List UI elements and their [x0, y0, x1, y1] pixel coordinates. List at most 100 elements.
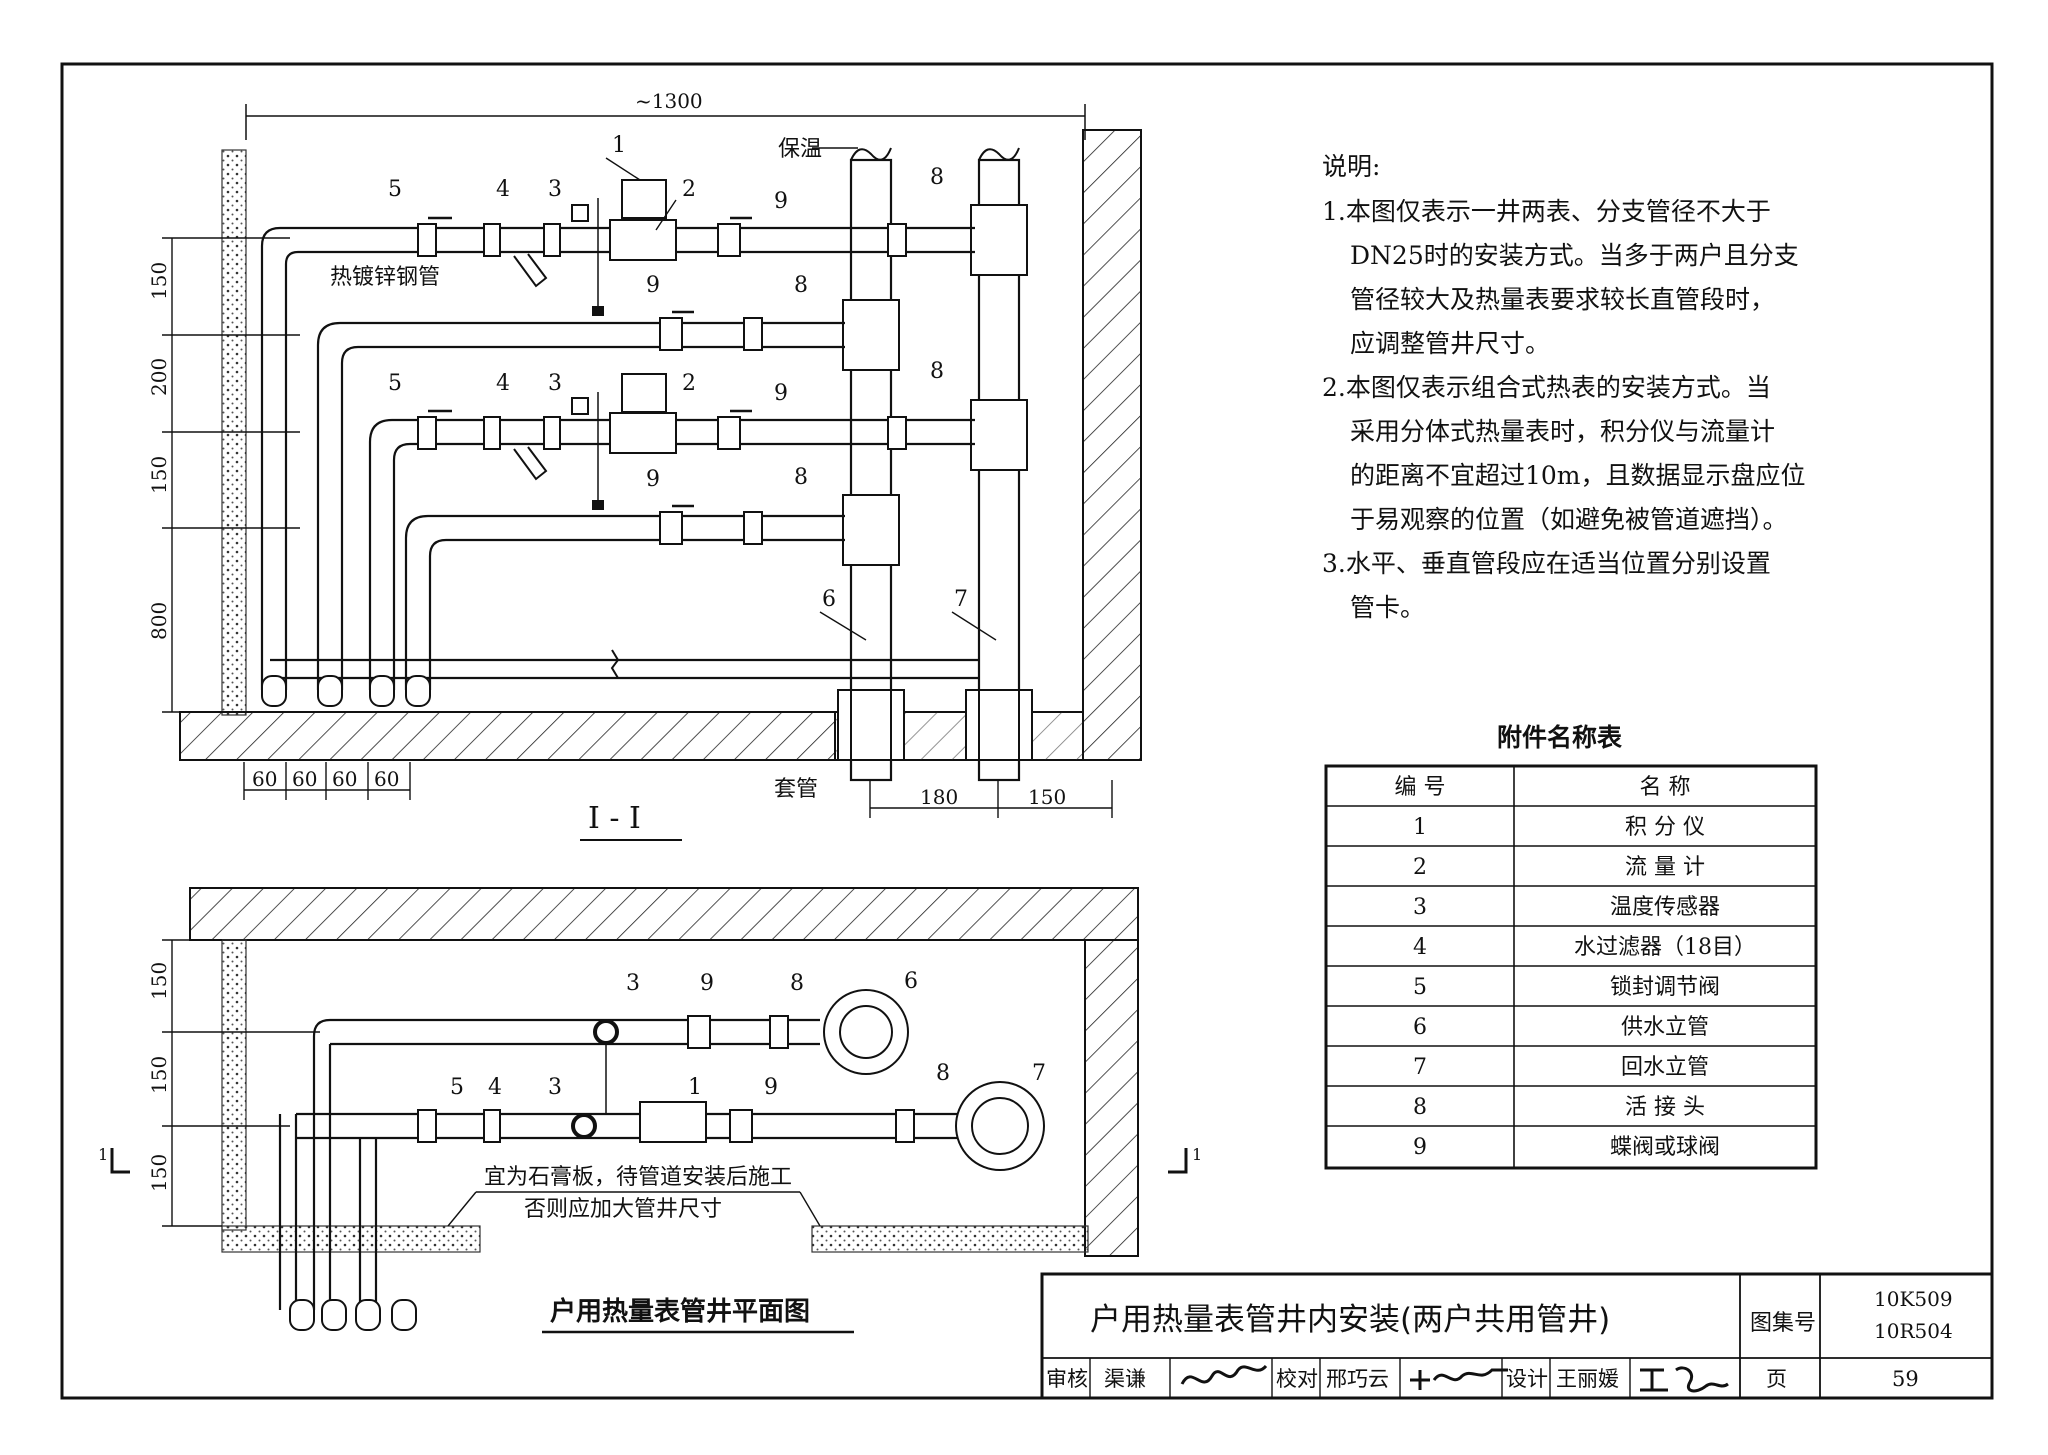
- dim-left-2: 200: [147, 358, 171, 396]
- design-name: 王丽媛: [1556, 1367, 1619, 1391]
- plan-callout-4: 4: [488, 1075, 502, 1100]
- signature-check: [1410, 1368, 1508, 1390]
- plan-callout-1: 1: [688, 1075, 702, 1100]
- plan-callout-3: 3: [548, 1075, 562, 1100]
- table-row-5-name: 锁封调节阀: [1610, 975, 1720, 1000]
- dim-left-1: 150: [147, 262, 171, 300]
- signature-design: [1640, 1366, 1729, 1393]
- parts-table: 附件名称表 编 号 名 称 1 积 分 仪 2 流 量 计 3 温度传感器 4 …: [1324, 723, 1818, 1170]
- signature-review: [1180, 1364, 1268, 1385]
- plan-dim-left-3: 150: [147, 1154, 171, 1192]
- plan-dim-left-2: 150: [147, 1056, 171, 1094]
- section-title: I - I: [588, 801, 641, 836]
- table-row-1-no: 1: [1413, 815, 1427, 840]
- table-row-3-name: 温度传感器: [1610, 895, 1720, 920]
- notes-line-5: 2.本图仅表示组合式热表的安装方式。当: [1322, 373, 1771, 402]
- plan-callout-3: 3: [626, 971, 640, 996]
- dim-left-4: 800: [147, 602, 171, 640]
- page-label: 页: [1766, 1367, 1787, 1391]
- callout-7: 7: [954, 587, 968, 612]
- notes-line-2: DN25时的安装方式。当多于两户且分支: [1350, 241, 1799, 270]
- plan-note-line-2: 否则应加大管井尺寸: [524, 1197, 722, 1222]
- plan-callout-9: 9: [700, 971, 714, 996]
- design-label: 设计: [1506, 1367, 1548, 1391]
- notes-line-9: 3.水平、垂直管段应在适当位置分别设置: [1322, 549, 1771, 578]
- callout-9: 9: [774, 381, 788, 406]
- plan-callout-6: 6: [904, 969, 918, 994]
- table-row-6-no: 6: [1413, 1015, 1427, 1040]
- page-no: 59: [1892, 1367, 1919, 1391]
- notes-heading: 说明:: [1322, 152, 1380, 181]
- dim-bottom-4: 60: [374, 767, 399, 791]
- callout-9: 9: [646, 467, 660, 492]
- dim-bottom-3: 60: [332, 767, 357, 791]
- notes-line-4: 应调整管井尺寸。: [1350, 329, 1550, 358]
- dim-bottom-1: 60: [252, 767, 277, 791]
- table-row-3-no: 3: [1413, 895, 1427, 920]
- notes-line-10: 管卡。: [1350, 593, 1425, 622]
- table-header-no: 编 号: [1395, 775, 1446, 800]
- dim-bottom-2: 60: [292, 767, 317, 791]
- table-row-8-no: 8: [1413, 1095, 1427, 1120]
- table-row-4-name: 水过滤器（18目）: [1574, 935, 1756, 960]
- plan-callout-9: 9: [764, 1075, 778, 1100]
- label-sleeve: 套管: [774, 777, 818, 802]
- callout-1: 1: [612, 133, 626, 158]
- plan-callout-8: 8: [936, 1061, 950, 1086]
- table-row-8-name: 活 接 头: [1625, 1095, 1705, 1120]
- table-header-name: 名 称: [1640, 775, 1691, 800]
- title-block: 户用热量表管井内安装(两户共用管井) 图集号 10K509 10R504 审核 …: [1040, 1272, 1994, 1400]
- table-row-1-name: 积 分 仪: [1625, 815, 1705, 840]
- plan-title: 户用热量表管井平面图: [550, 1296, 810, 1327]
- callout-4: 4: [496, 177, 510, 202]
- callout-3: 3: [548, 371, 562, 396]
- callout-2: 2: [682, 177, 696, 202]
- cut-mark-left: 1: [98, 1145, 108, 1164]
- overall-dimension: ~1300: [635, 89, 703, 113]
- atlas-no-2: 10R504: [1874, 1319, 1953, 1343]
- notes-line-6: 采用分体式热量表时，积分仪与流量计: [1350, 417, 1775, 446]
- notes-line-1: 1.本图仅表示一井两表、分支管径不大于: [1322, 197, 1771, 226]
- callout-8: 8: [794, 465, 808, 490]
- check-label: 校对: [1276, 1367, 1318, 1391]
- dim-bottom-right-1: 180: [920, 785, 958, 809]
- review-label: 审核: [1046, 1367, 1088, 1391]
- label-galvanized-pipe: 热镀锌钢管: [330, 265, 440, 290]
- sheet-border: [60, 62, 1994, 1400]
- callout-8: 8: [930, 165, 944, 190]
- cut-mark-right: 1: [1192, 1145, 1202, 1164]
- atlas-label: 图集号: [1750, 1311, 1816, 1336]
- callout-2: 2: [682, 371, 696, 396]
- callout-5: 5: [388, 177, 402, 202]
- section-view: ~1300: [147, 89, 1142, 841]
- callout-8: 8: [794, 273, 808, 298]
- table-row-5-no: 5: [1413, 975, 1427, 1000]
- atlas-no-1: 10K509: [1874, 1287, 1953, 1311]
- review-name: 渠谦: [1104, 1367, 1146, 1391]
- plan-callout-5: 5: [450, 1075, 464, 1100]
- table-row-9-name: 蝶阀或球阀: [1610, 1135, 1720, 1160]
- callout-5: 5: [388, 371, 402, 396]
- plan-view: 3 9 8 6 5 4 3 1 9 8 7 150 150 150 1 1: [98, 887, 1202, 1334]
- table-row-4-no: 4: [1413, 935, 1427, 960]
- callout-9: 9: [774, 189, 788, 214]
- plan-callout-7: 7: [1032, 1061, 1046, 1086]
- drawing-title: 户用热量表管井内安装(两户共用管井): [1090, 1302, 1610, 1338]
- table-row-2-name: 流 量 计: [1625, 855, 1705, 880]
- notes-line-3: 管径较大及热量表要求较长直管段时，: [1350, 285, 1775, 314]
- callout-3: 3: [548, 177, 562, 202]
- table-row-9-no: 9: [1413, 1135, 1427, 1160]
- notes-block: 说明: 1.本图仅表示一井两表、分支管径不大于 DN25时的安装方式。当多于两户…: [1322, 152, 1806, 622]
- table-row-2-no: 2: [1413, 855, 1427, 880]
- check-name: 邢巧云: [1326, 1367, 1389, 1391]
- table-row-7-name: 回水立管: [1621, 1055, 1709, 1080]
- plan-note-line-1: 宜为石膏板，待管道安装后施工: [484, 1165, 792, 1190]
- plan-dim-left-1: 150: [147, 962, 171, 1000]
- callout-8: 8: [930, 359, 944, 384]
- callout-6: 6: [822, 587, 836, 612]
- dim-left-3: 150: [147, 456, 171, 494]
- callout-4: 4: [496, 371, 510, 396]
- notes-line-8: 于易观察的位置（如避免被管道遮挡）。: [1350, 505, 1788, 534]
- table-row-6-name: 供水立管: [1621, 1015, 1709, 1040]
